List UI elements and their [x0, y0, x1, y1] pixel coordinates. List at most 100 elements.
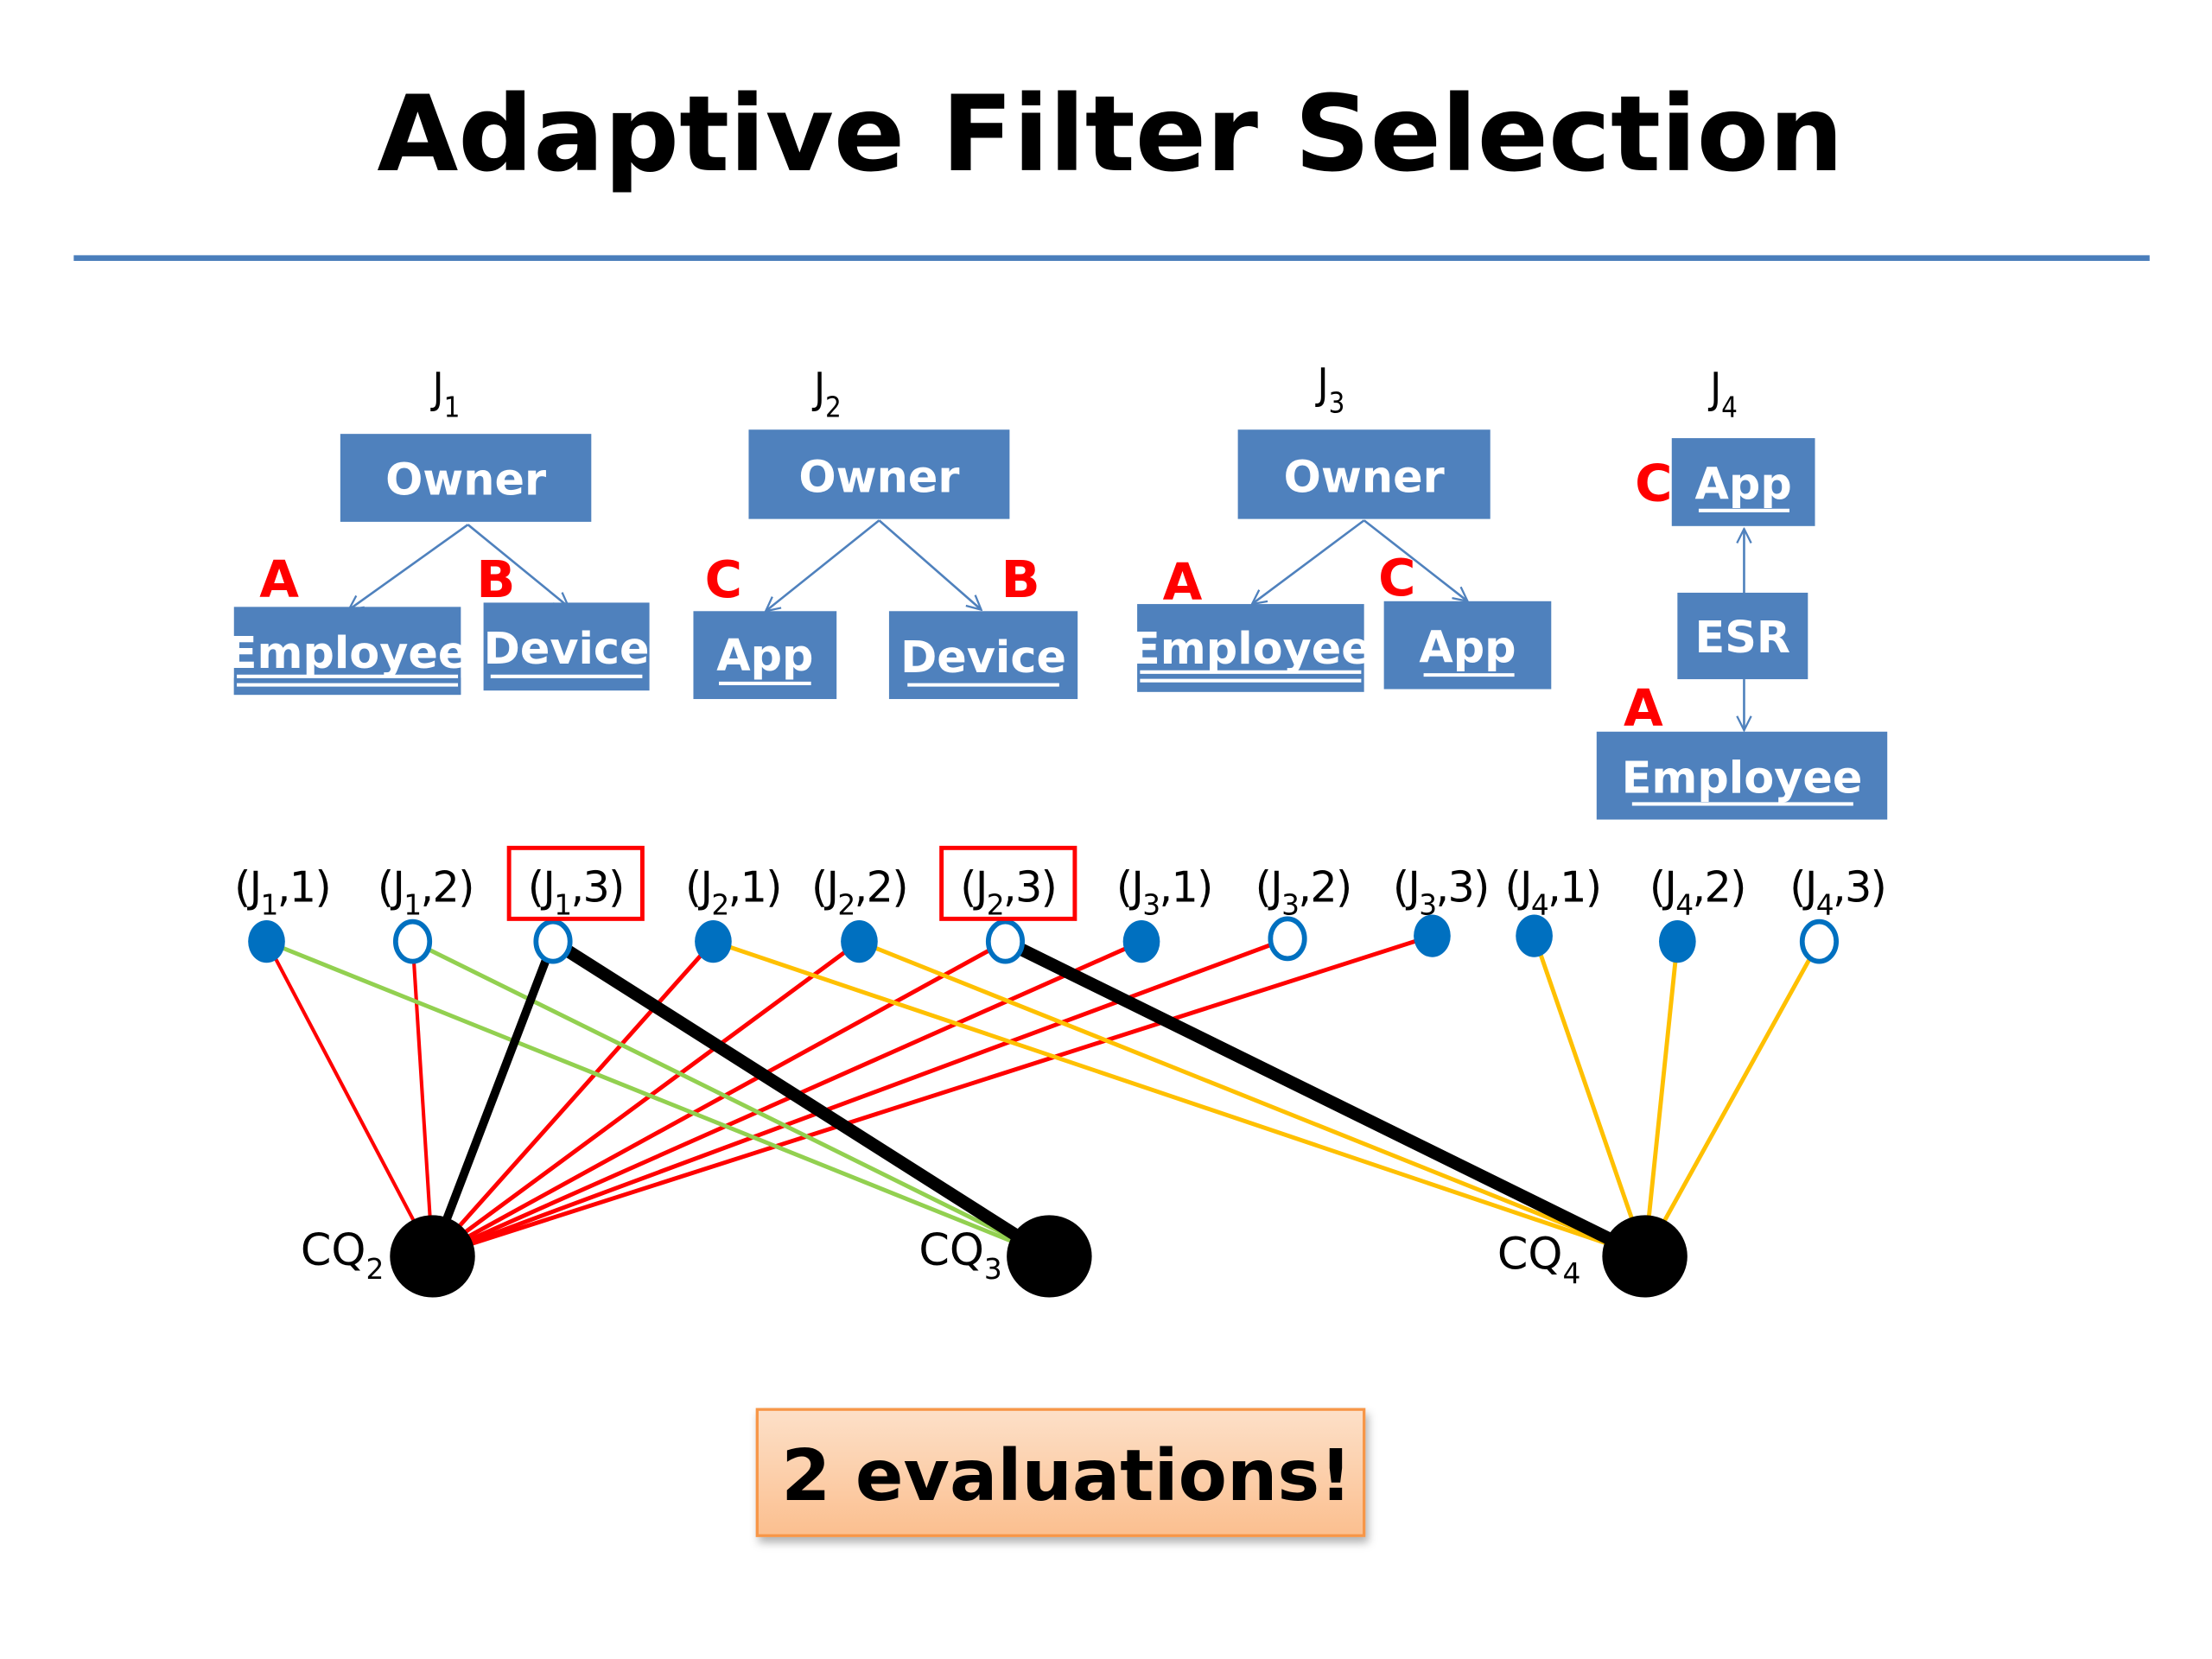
filter-node[interactable]: (J3,1) [1116, 862, 1213, 963]
tree-child-label: App [1419, 621, 1516, 672]
tree-edge-arrow [878, 519, 981, 609]
filter-node-label: (J2,3) [960, 862, 1056, 922]
tree-edge-arrow [467, 524, 569, 607]
filter-edge [431, 939, 1143, 1259]
filter-edge [1643, 940, 1821, 1258]
filter-edge [712, 939, 1646, 1259]
filter-node[interactable]: (J2,1) [685, 862, 783, 963]
tree-chain-box[interactable] [1677, 592, 1808, 680]
tree-child-label: Device [900, 632, 1066, 683]
tree-label: J3 [1315, 359, 1345, 419]
filter-node-label: (J3,1) [1116, 862, 1212, 922]
filter-node-label: (J2,2) [811, 862, 907, 922]
filter-node[interactable]: (J3,3) [1393, 862, 1490, 957]
join-tree-j4: J4 C App ESR A Employee [1596, 363, 1888, 820]
filter-node[interactable]: (J4,1) [1504, 862, 1602, 957]
slide-title: Adaptive Filter Selection [377, 73, 1843, 195]
query-node-label: CQ2 [301, 1224, 384, 1286]
filter-query-edges [264, 933, 1821, 1262]
query-node-dot [390, 1215, 475, 1298]
filter-node[interactable]: (J1,3) [506, 845, 645, 964]
filter-node-ring [1799, 918, 1839, 964]
filter-node-label: (J2,1) [685, 862, 781, 922]
filter-nodes: (J1,1) (J1,2) (J1,3) (J2,1) (J2,2) (J2,3) (J3,… [234, 845, 1887, 964]
filter-edge [431, 939, 1007, 1259]
filter-tag: A [1624, 678, 1663, 738]
tree-chain-label: ESR [1695, 612, 1791, 663]
filter-node-label: (J3,2) [1255, 862, 1351, 922]
tree-chain-label: Employee [1622, 752, 1863, 803]
evaluated-edge [428, 939, 557, 1258]
tree-edge-arrow [1363, 519, 1468, 601]
tree-child-label: App [716, 630, 813, 681]
join-tree-j1: J1 Owner A B Employee Device [227, 363, 650, 696]
filter-edge [264, 940, 435, 1257]
filter-node[interactable]: (J2,2) [811, 862, 909, 963]
filter-edge [265, 939, 1051, 1259]
filter-node-ring [985, 918, 1026, 964]
tree-root-label: Owner [798, 451, 959, 502]
filter-node-dot [1122, 920, 1160, 963]
join-trees: J1 Owner A B Employee Device J2 Owner C … [227, 359, 1888, 820]
filter-node-label: (J4,1) [1504, 862, 1600, 922]
filter-node-dot [1659, 920, 1696, 963]
evaluated-edge [1002, 936, 1648, 1262]
query-node-dot [1602, 1215, 1688, 1298]
tree-label: J4 [1707, 363, 1738, 423]
filter-node-label: (J1,1) [234, 862, 330, 922]
filter-node-ring [1268, 916, 1307, 962]
filter-node-dot [695, 920, 732, 963]
query-node-label: CQ3 [918, 1224, 1001, 1286]
query-nodes: CQ2 CQ3 CQ4 [301, 1215, 1688, 1298]
filter-node[interactable]: (J4,3) [1789, 862, 1887, 964]
filter-tag: B [1001, 550, 1040, 609]
filter-tag: C [705, 550, 742, 609]
filter-node-label: (J1,2) [378, 862, 474, 922]
callout-box [755, 1408, 1366, 1537]
selected-filter-box [506, 845, 645, 921]
filter-edge [431, 933, 1433, 1259]
filter-node[interactable]: (J4,2) [1649, 862, 1746, 963]
callout: 2 evaluations! [755, 1408, 1366, 1537]
tree-root-label: Owner [1284, 451, 1445, 502]
tree-child-label: Device [484, 623, 650, 674]
filter-node[interactable]: (J3,2) [1255, 862, 1352, 962]
tree-child-label: Employee [227, 627, 468, 678]
tree-root-box[interactable] [1237, 429, 1491, 519]
tree-child-label: Employee [1130, 623, 1371, 674]
query-node-label: CQ4 [1497, 1229, 1580, 1290]
filter-node-ring [533, 918, 573, 964]
callout-text: 2 evaluations! [781, 1435, 1351, 1517]
filter-node-label: (J4,2) [1649, 862, 1745, 922]
join-tree-j2: J2 Owner C B App Device [693, 363, 1078, 700]
evaluated-edge [550, 936, 1053, 1262]
query-node-cq4[interactable]: CQ4 [1497, 1215, 1688, 1298]
filter-edge [431, 939, 861, 1258]
filter-tag: C [1378, 548, 1415, 607]
filter-node[interactable]: (J1,2) [378, 862, 474, 964]
title-divider [73, 255, 2150, 261]
filter-edge [410, 941, 435, 1257]
query-node-dot [1007, 1215, 1092, 1298]
tree-root-box[interactable] [340, 434, 592, 522]
filter-node-dot [1414, 914, 1451, 957]
filter-node[interactable]: (J2,3) [939, 845, 1077, 964]
tree-label: J1 [430, 363, 461, 423]
filter-node[interactable]: (J1,1) [234, 862, 332, 963]
query-node-cq3[interactable]: CQ3 [918, 1215, 1092, 1298]
tree-chain-label: App [1695, 459, 1792, 510]
filter-node-dot [248, 920, 285, 963]
tree-child-box[interactable] [1137, 604, 1364, 692]
tree-edge-arrow [1252, 519, 1365, 604]
filter-node-dot [841, 920, 878, 963]
filter-edge [1643, 941, 1680, 1257]
tree-edge-arrow [766, 519, 880, 611]
filter-node-ring [392, 918, 433, 964]
filter-edge [431, 937, 1288, 1259]
filter-tag: B [476, 550, 515, 609]
filter-edge [1532, 935, 1647, 1257]
filter-edge [858, 939, 1646, 1259]
query-node-cq2[interactable]: CQ2 [301, 1215, 475, 1298]
tree-root-box[interactable] [748, 429, 1010, 519]
